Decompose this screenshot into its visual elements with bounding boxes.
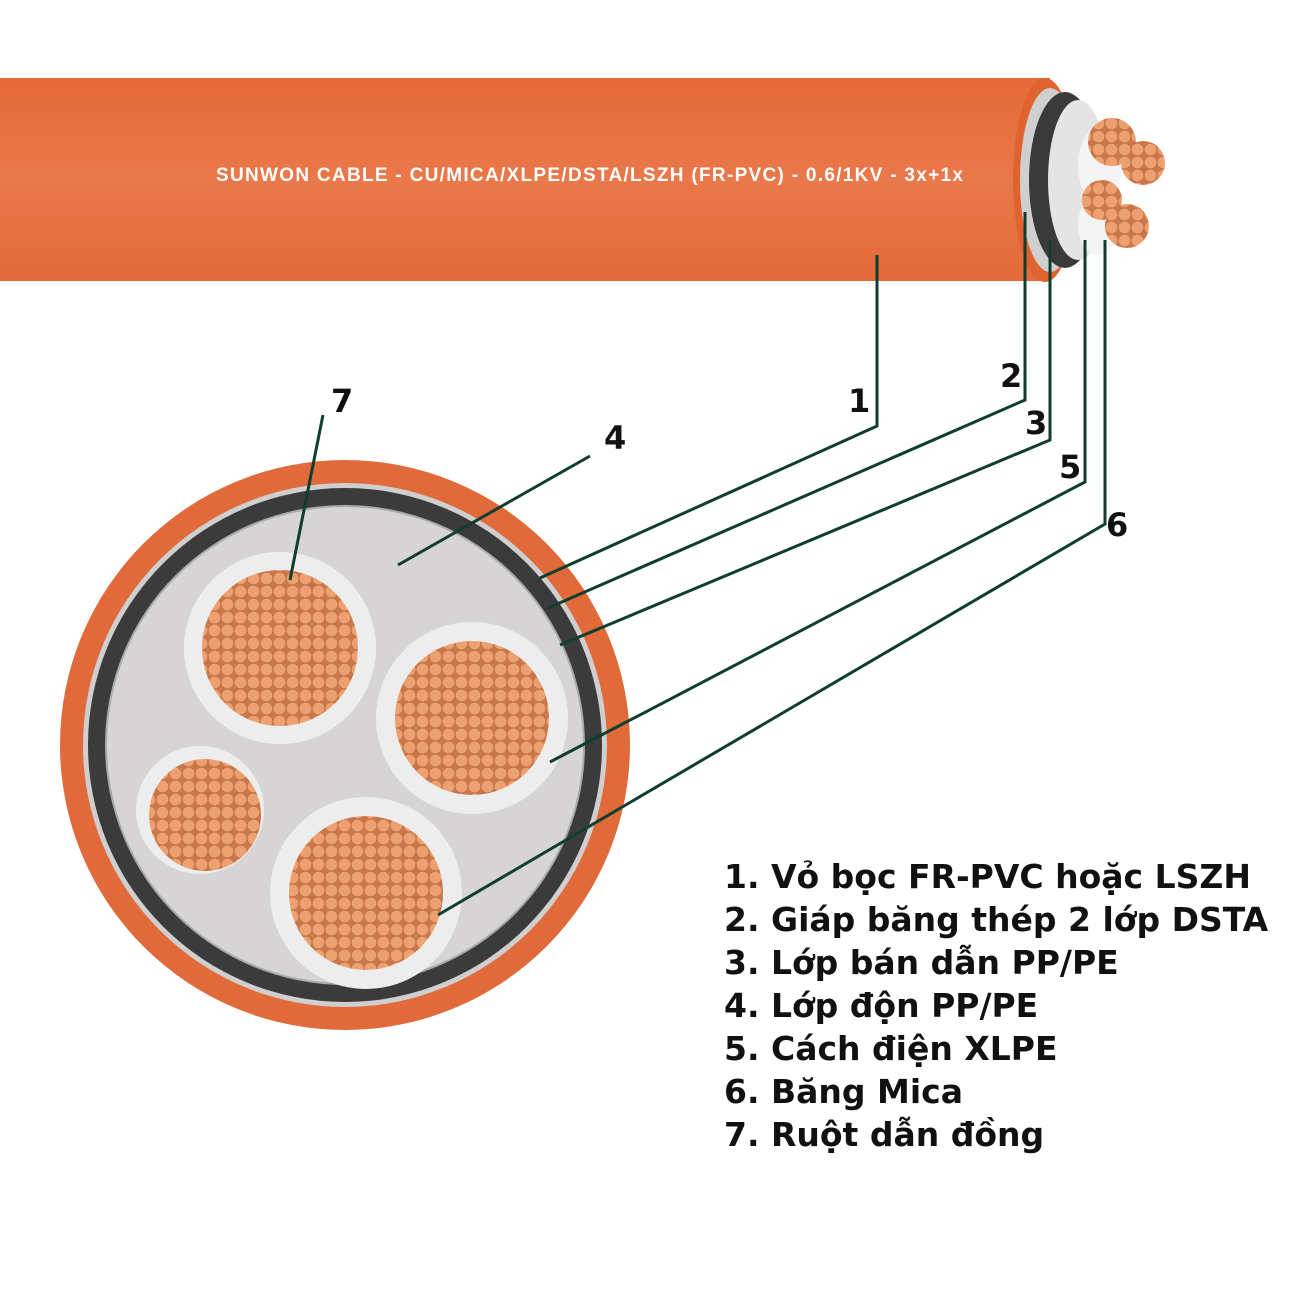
legend-item-5: 5. Cách điện XLPE bbox=[724, 1029, 1058, 1068]
callout-5: 5 bbox=[1059, 448, 1081, 486]
leader-1 bbox=[539, 255, 879, 580]
legend-item-3: 3. Lớp bán dẫn PP/PE bbox=[724, 943, 1119, 982]
leader-4 bbox=[397, 454, 591, 567]
conductor-end bbox=[1121, 141, 1165, 185]
cable-cross-section bbox=[60, 460, 630, 1030]
legend: 1. Vỏ bọc FR-PVC hoặc LSZH 2. Giáp băng … bbox=[724, 855, 1268, 1156]
core-3 bbox=[270, 797, 462, 989]
callout-7: 7 bbox=[331, 382, 353, 420]
callout-2: 2 bbox=[1000, 357, 1022, 395]
legend-item-2: 2. Giáp băng thép 2 lớp DSTA bbox=[724, 900, 1269, 939]
leader-6 bbox=[437, 240, 1107, 917]
core-1 bbox=[184, 552, 376, 744]
legend-item-7: 7. Ruột dẫn đồng bbox=[724, 1115, 1045, 1154]
copper-conductor bbox=[289, 816, 443, 970]
legend-item-6: 6. Băng Mica bbox=[724, 1072, 963, 1111]
callout-4: 4 bbox=[604, 419, 626, 457]
cable-marking: SUNWON CABLE - CU/MICA/XLPE/DSTA/LSZH (F… bbox=[216, 165, 963, 186]
leader-3 bbox=[559, 240, 1052, 647]
callout-3: 3 bbox=[1025, 404, 1047, 442]
outer-sheath bbox=[0, 78, 1050, 281]
conductor-end bbox=[1105, 204, 1149, 248]
copper-conductor bbox=[202, 570, 358, 726]
cable-side-view: SUNWON CABLE - CU/MICA/XLPE/DSTA/LSZH (F… bbox=[0, 78, 1165, 282]
leader-7 bbox=[288, 414, 325, 581]
callout-numbers: 1 2 3 4 5 6 7 bbox=[331, 357, 1128, 544]
leader-2 bbox=[547, 212, 1027, 610]
copper-conductor bbox=[395, 641, 549, 795]
leader-lines bbox=[288, 212, 1107, 917]
core-neutral bbox=[136, 746, 264, 874]
callout-6: 6 bbox=[1106, 506, 1128, 544]
legend-item-1: 1. Vỏ bọc FR-PVC hoặc LSZH bbox=[724, 857, 1251, 896]
legend-item-4: 4. Lớp độn PP/PE bbox=[724, 986, 1039, 1025]
core-2 bbox=[376, 622, 568, 814]
callout-1: 1 bbox=[848, 382, 870, 420]
leader-5 bbox=[549, 240, 1087, 764]
copper-conductor bbox=[149, 759, 261, 871]
